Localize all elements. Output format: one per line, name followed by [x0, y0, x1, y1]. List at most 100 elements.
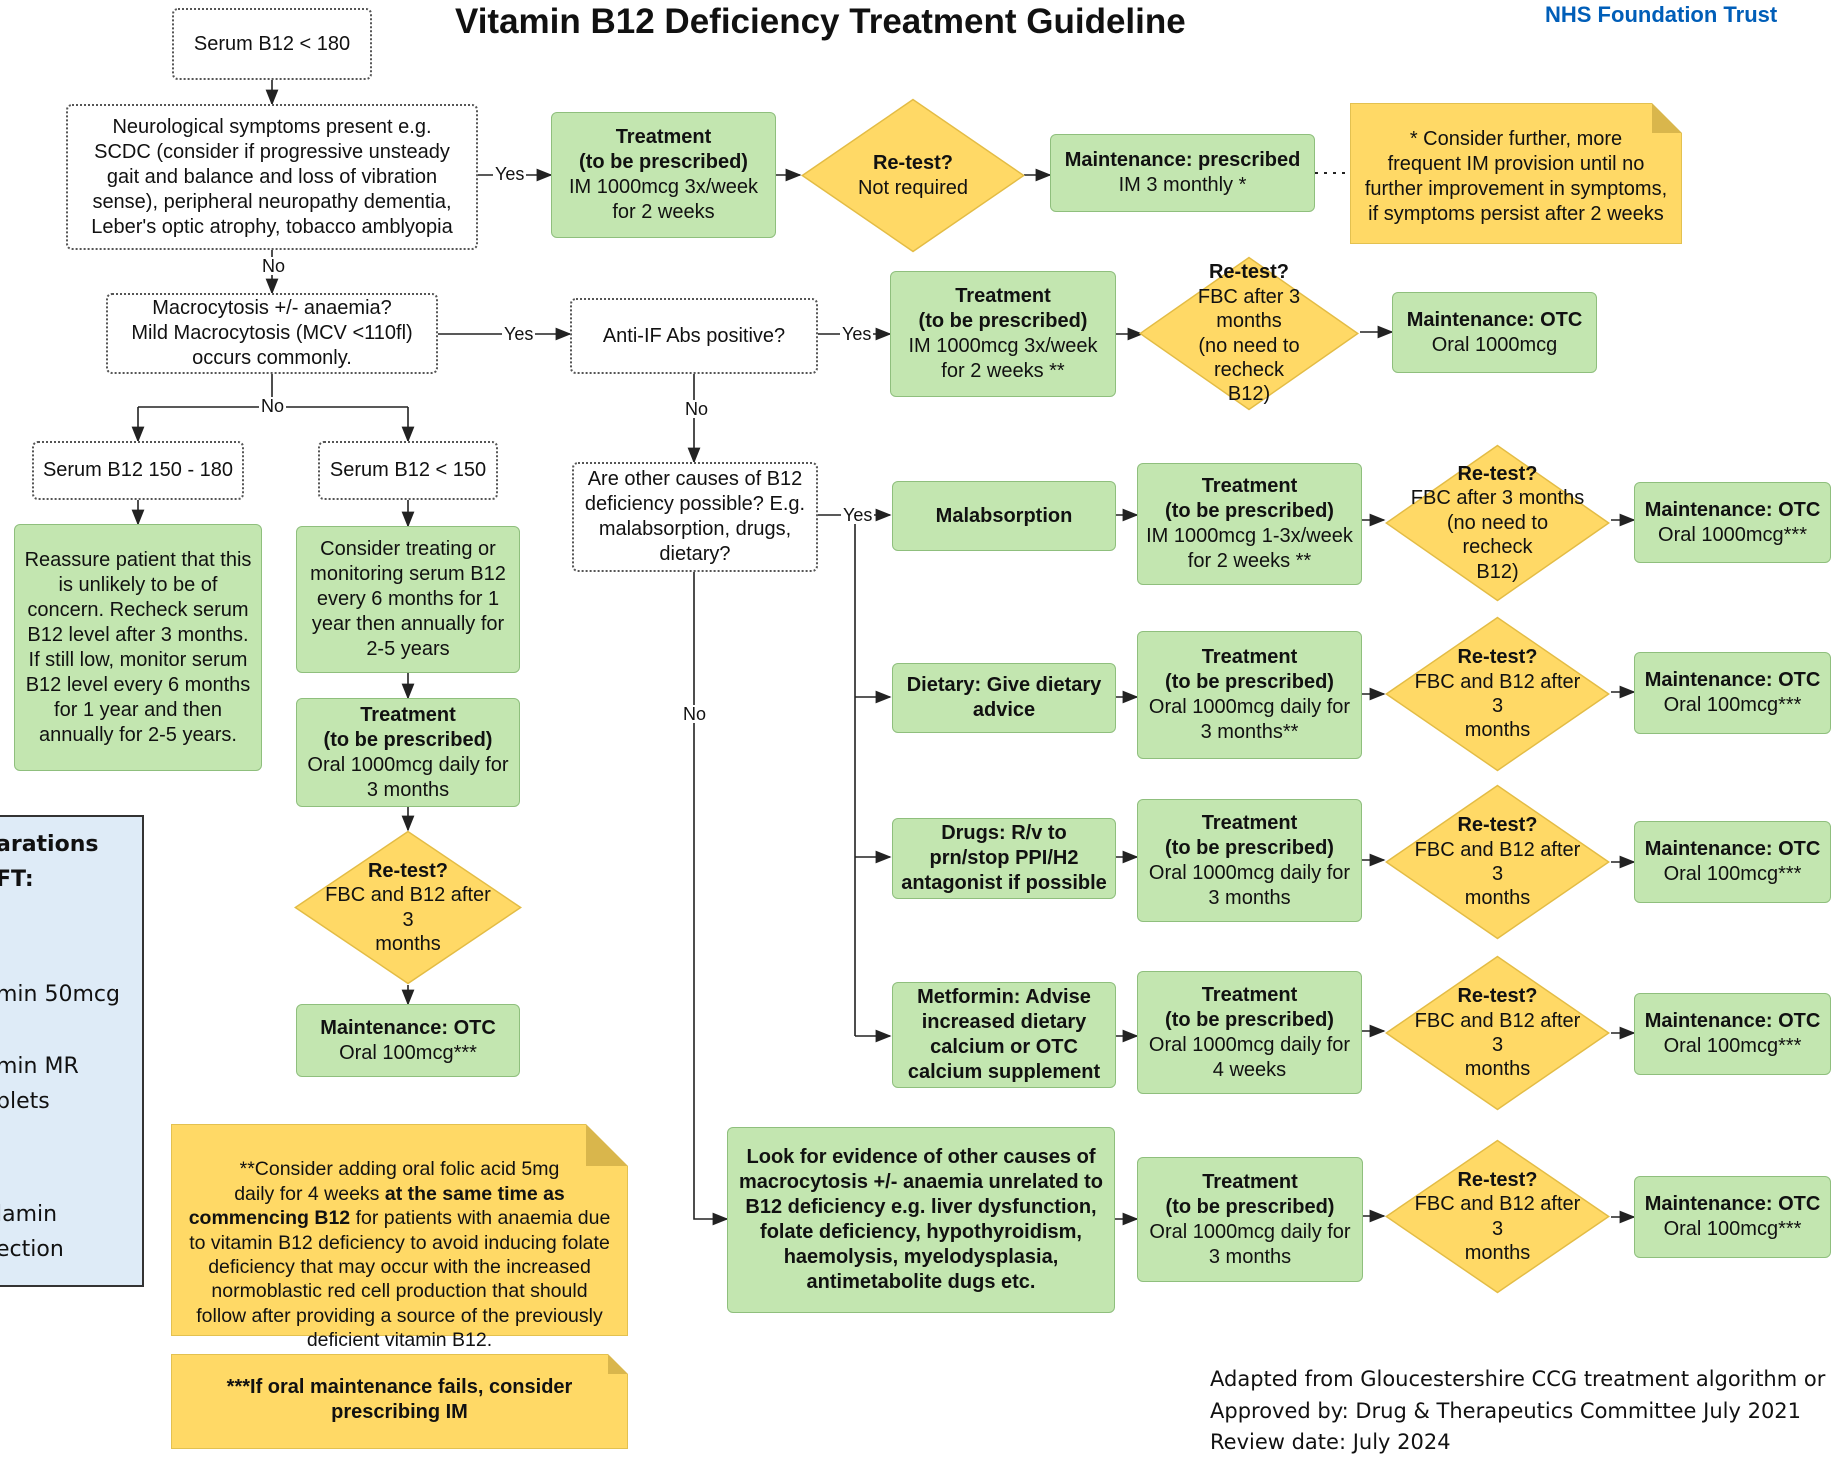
retest-diamond-7: Re-test? FBC and B12 after 3 months	[1384, 955, 1611, 1111]
retest-diamond-6: Re-test? FBC and B12 after 3 months	[1384, 784, 1611, 940]
maintenance-detail: Oral 100mcg***	[1663, 694, 1802, 716]
im-provision-note: * Consider further, more frequent IM pro…	[1350, 103, 1682, 244]
maintenance-detail: Oral 1000mcg***	[1658, 523, 1807, 546]
treatment-heading: Treatment (to be prescribed)	[579, 126, 748, 173]
footer-approved: Approved by: Drug & Therapeutics Committ…	[1210, 1398, 1802, 1423]
treatment-box-4: Treatment (to be prescribed) IM 1000mcg …	[1137, 463, 1362, 585]
retest-diamond-5: Re-test? FBC and B12 after 3 months	[1384, 616, 1611, 772]
retest-heading: Re-test?	[872, 152, 953, 175]
folic-note-text: **Consider adding oral folic acid 5mg da…	[234, 1158, 560, 1205]
other-causes-box: Are other causes of B12 deficiency possi…	[572, 462, 818, 572]
maintenance-prescribed-box: Maintenance: prescribed IM 3 monthly *	[1050, 134, 1315, 212]
prep-line: arations	[0, 832, 99, 857]
yes-label: Yes	[841, 505, 875, 525]
malabsorption-box: Malabsorption	[892, 481, 1116, 551]
retest-heading: Re-test?	[1457, 985, 1538, 1008]
treatment-heading: Treatment (to be prescribed)	[323, 703, 493, 751]
note-fold	[1652, 103, 1682, 133]
yes-label: Yes	[840, 324, 874, 344]
prep-line: FT:	[0, 867, 34, 892]
oral-fails-note: ***If oral maintenance fails, consider p…	[171, 1354, 628, 1449]
maintenance-box-4: Maintenance: OTC Oral 1000mcg***	[1634, 482, 1831, 563]
treatment-detail: Oral 1000mcg daily for 4 weeks	[1148, 1033, 1351, 1081]
maintenance-box-3: Maintenance: OTC Oral 100mcg***	[296, 1004, 520, 1077]
maintenance-detail: IM 3 monthly *	[1118, 174, 1247, 196]
maintenance-heading: Maintenance: OTC	[1644, 1010, 1821, 1032]
retest-detail: FBC and B12 after 3 months	[325, 884, 491, 955]
serum-lt180-box: Serum B12 < 180	[172, 8, 372, 80]
treatment-heading: Treatment (to be prescribed)	[1165, 646, 1334, 693]
maintenance-heading: Maintenance: OTC	[1644, 498, 1821, 521]
retest-diamond-1: Re-test? Not required	[800, 98, 1026, 253]
maintenance-box-5: Maintenance: OTC Oral 100mcg***	[1634, 652, 1831, 734]
maintenance-heading: Maintenance: OTC	[1406, 308, 1583, 331]
treatment-heading: Treatment (to be prescribed)	[1165, 983, 1334, 1031]
maintenance-heading: Maintenance: OTC	[1644, 1193, 1821, 1215]
retest-detail: FBC and B12 after 3 months	[1414, 670, 1581, 742]
dietary-box: Dietary: Give dietary advice	[892, 663, 1116, 733]
serum-lt150-box: Serum B12 < 150	[318, 441, 498, 500]
prep-line: ection	[0, 1237, 64, 1262]
treatment-box-1: Treatment (to be prescribed) IM 1000mcg …	[551, 112, 776, 238]
prep-line: min MR	[0, 1054, 79, 1079]
treatment-detail: Oral 1000mcg daily for 3 months	[307, 753, 509, 801]
neuro-symptoms-box: Neurological symptoms present e.g. SCDC …	[66, 104, 478, 250]
macrocytosis-box: Macrocytosis +/- anaemia? Mild Macrocyto…	[106, 293, 438, 374]
treatment-detail: IM 1000mcg 3x/week for 2 weeks **	[908, 335, 1098, 382]
note-fold	[608, 1354, 628, 1374]
treatment-box-3: Treatment (to be prescribed) Oral 1000mc…	[296, 698, 520, 807]
treatment-heading: Treatment (to be prescribed)	[918, 285, 1088, 332]
retest-heading: Re-test?	[1457, 814, 1538, 837]
retest-detail: FBC and B12 after 3 months	[1414, 1193, 1581, 1264]
serum-150-180-box: Serum B12 150 - 180	[32, 441, 244, 500]
treatment-detail: Oral 1000mcg daily for 3 months	[1148, 861, 1351, 909]
no-label: No	[260, 256, 288, 276]
anti-if-box: Anti-IF Abs positive?	[570, 298, 818, 374]
page-title: Vitamin B12 Deficiency Treatment Guideli…	[455, 2, 1186, 41]
retest-heading: Re-test?	[1208, 261, 1289, 284]
maintenance-detail: Oral 100mcg***	[339, 1041, 477, 1064]
treatment-heading: Treatment (to be prescribed)	[1165, 475, 1334, 522]
yes-label: Yes	[493, 164, 527, 184]
footer-review-date: Review date: July 2024	[1210, 1430, 1451, 1454]
maintenance-box-6: Maintenance: OTC Oral 100mcg***	[1634, 821, 1831, 903]
maintenance-detail: Oral 100mcg***	[1663, 1035, 1802, 1057]
treatment-box-8: Treatment (to be prescribed) Oral 1000mc…	[1137, 1157, 1363, 1282]
treatment-detail: IM 1000mcg 1-3x/week for 2 weeks **	[1146, 525, 1353, 572]
retest-diamond-3: Re-test? FBC and B12 after 3 months	[293, 830, 523, 985]
no-label: No	[681, 704, 709, 724]
maintenance-box-8: Maintenance: OTC Oral 100mcg***	[1634, 1176, 1831, 1258]
maintenance-box-2: Maintenance: OTC Oral 1000mcg	[1392, 292, 1597, 373]
maintenance-heading: Maintenance: prescribed	[1064, 149, 1301, 171]
folic-acid-note: **Consider adding oral folic acid 5mg da…	[171, 1124, 628, 1351]
treatment-detail: Oral 1000mcg daily for 3 months**	[1148, 696, 1351, 743]
retest-diamond-2: Re-test? FBC after 3 months (no need to …	[1138, 256, 1360, 411]
treatment-box-7: Treatment (to be prescribed) Oral 1000mc…	[1137, 971, 1362, 1094]
prep-line: min 50mcg	[0, 982, 120, 1007]
footer-adapted: Adapted from Gloucestershire CCG treatme…	[1210, 1367, 1826, 1391]
treatment-box-2: Treatment (to be prescribed) IM 1000mcg …	[890, 271, 1116, 397]
note-fold	[586, 1124, 628, 1166]
drugs-box: Drugs: R/v to prn/stop PPI/H2 antagonist…	[892, 818, 1116, 899]
retest-detail: FBC after 3 months (no need to recheck B…	[1197, 285, 1301, 406]
maintenance-box-7: Maintenance: OTC Oral 100mcg***	[1634, 993, 1831, 1075]
folic-note-emphasis: at the same time as commencing B12	[188, 1182, 565, 1230]
retest-diamond-4: Re-test? FBC after 3 months (no need to …	[1384, 444, 1611, 602]
maintenance-detail: Oral 100mcg***	[1663, 863, 1802, 885]
no-label: No	[683, 399, 711, 419]
treatment-detail: Oral 1000mcg daily for 3 months	[1149, 1220, 1351, 1268]
retest-heading: Re-test?	[1457, 646, 1538, 669]
retest-detail: Not required	[857, 176, 969, 199]
retest-heading: Re-test?	[367, 859, 448, 882]
maintenance-detail: Oral 100mcg***	[1663, 1218, 1802, 1240]
consider-treating-box: Consider treating or monitoring serum B1…	[296, 526, 520, 673]
retest-diamond-8: Re-test? FBC and B12 after 3 months	[1384, 1139, 1611, 1294]
treatment-box-5: Treatment (to be prescribed) Oral 1000mc…	[1137, 631, 1362, 759]
maintenance-heading: Maintenance: OTC	[1644, 669, 1821, 691]
maintenance-heading: Maintenance: OTC	[320, 1016, 496, 1039]
treatment-heading: Treatment (to be prescribed)	[1165, 1170, 1335, 1218]
preparations-box: arations FT: min 50mcg min MR blets lami…	[0, 815, 144, 1287]
retest-detail: FBC after 3 months (no need to recheck B…	[1410, 487, 1585, 583]
trust-name: NHS Foundation Trust	[1545, 2, 1778, 27]
